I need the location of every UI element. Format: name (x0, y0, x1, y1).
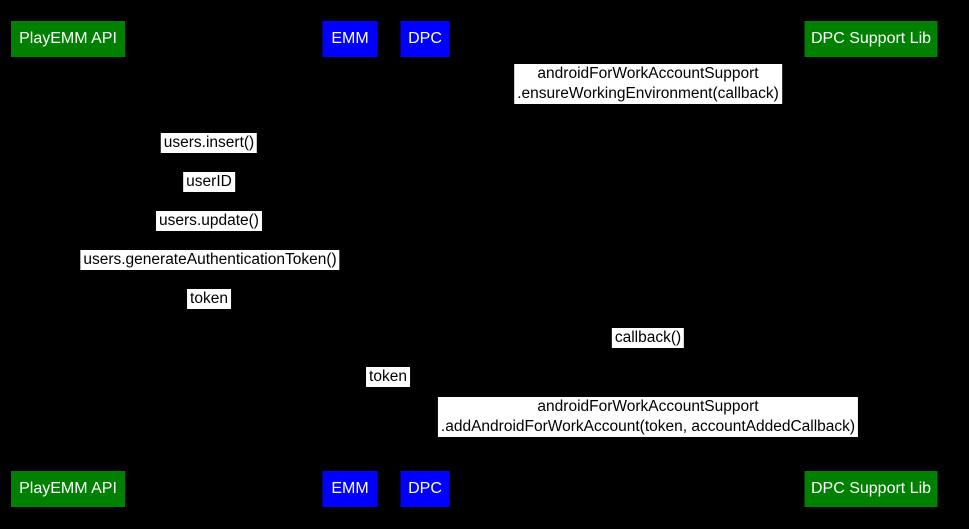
actor-emm-bottom: EMM (322, 471, 378, 507)
message-line: token (369, 368, 407, 385)
actor-emm-top: EMM (322, 21, 378, 57)
message-users-generate-authentication-token: users.generateAuthenticationToken() (80, 250, 340, 270)
message-users-insert: users.insert() (160, 133, 258, 153)
message-line: users.update() (159, 212, 259, 229)
message-ensure-working-environment: androidForWorkAccountSupport .ensureWork… (514, 64, 782, 104)
actor-dpc-support-lib-bottom: DPC Support Lib (804, 471, 938, 507)
actor-dpc-top: DPC (400, 21, 450, 57)
message-line: userID (186, 173, 232, 190)
actor-playemm-api-top: PlayEMM API (11, 21, 125, 57)
message-token-return: token (187, 289, 231, 309)
message-line: callback() (614, 329, 682, 346)
message-line: androidForWorkAccountSupport (537, 65, 759, 82)
message-line: token (190, 290, 228, 307)
message-token-emm-dpc: token (366, 367, 410, 387)
message-userid-return: userID (183, 172, 235, 192)
actor-playemm-api-bottom: PlayEMM API (11, 471, 125, 507)
message-line: users.insert() (163, 134, 255, 151)
message-line: .ensureWorkingEnvironment(callback) (517, 85, 779, 102)
message-callback: callback() (611, 328, 685, 348)
actor-dpc-bottom: DPC (400, 471, 450, 507)
message-line: androidForWorkAccountSupport (537, 398, 759, 415)
message-line: .addAndroidForWorkAccount(token, account… (440, 418, 856, 435)
message-line: users.generateAuthenticationToken() (83, 251, 337, 268)
actor-dpc-support-lib-top: DPC Support Lib (804, 21, 938, 57)
message-add-android-for-work-account: androidForWorkAccountSupport .addAndroid… (437, 397, 859, 437)
message-users-update: users.update() (156, 211, 262, 231)
